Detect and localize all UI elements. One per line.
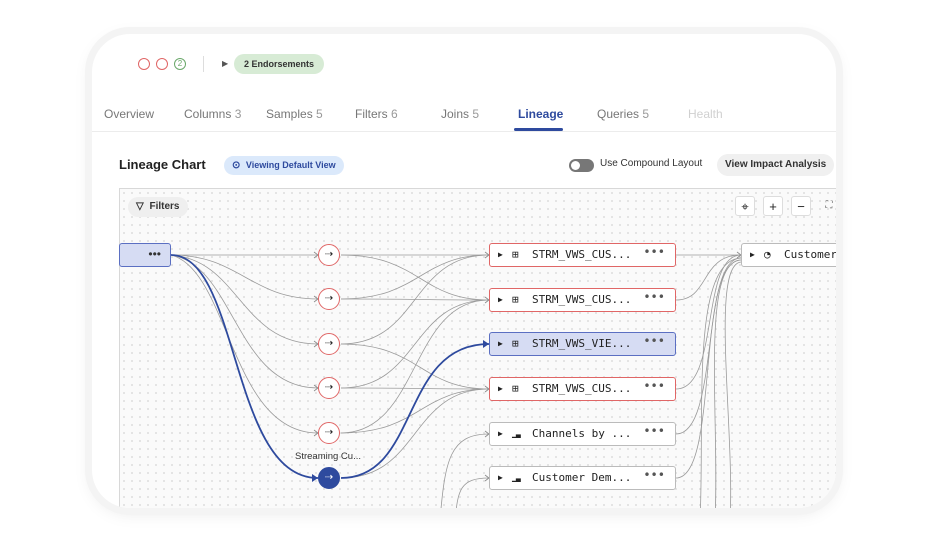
status-circle bbox=[156, 58, 168, 70]
tab-label: Samples bbox=[266, 107, 313, 121]
process-node[interactable]: ⇢ bbox=[318, 422, 340, 444]
chevron-right-icon[interactable]: ▶ bbox=[498, 295, 503, 304]
endorsements-badge[interactable]: 2 Endorsements bbox=[234, 54, 325, 74]
tab-count: 5 bbox=[639, 107, 650, 121]
table-node-label: Channels by ... bbox=[532, 427, 632, 440]
view-label: Viewing Default View bbox=[245, 160, 336, 170]
process-node[interactable]: ⇢ bbox=[318, 333, 340, 355]
table-node[interactable]: ▶ ⊞ STRM_VWS_VIE... ••• bbox=[489, 332, 676, 356]
table-node-label: STRM_VWS_CUS... bbox=[532, 248, 632, 261]
tab-count: 6 bbox=[387, 107, 398, 121]
process-node[interactable]: ⇢ bbox=[318, 244, 340, 266]
tab-filters[interactable]: Filters 6 bbox=[355, 107, 398, 121]
recenter-icon[interactable]: ⌖ bbox=[735, 196, 755, 216]
transform-icon: ⇢ bbox=[324, 427, 334, 438]
source-node[interactable]: ••• bbox=[119, 243, 171, 267]
table-node-label: Customer Dem... bbox=[532, 471, 632, 484]
tab-label: Overview bbox=[104, 107, 155, 121]
table-node[interactable]: ▶ ⊞ STRM_VWS_CUS... ••• bbox=[489, 243, 676, 267]
node-menu-icon[interactable]: ••• bbox=[643, 379, 665, 393]
chevron-right-icon[interactable]: ▶ bbox=[498, 429, 503, 438]
node-menu-icon[interactable]: ••• bbox=[643, 245, 665, 259]
table-node-label: STRM_VWS_CUS... bbox=[532, 293, 632, 306]
tab-health[interactable]: Health bbox=[688, 107, 723, 121]
app-card: 2 ▶ 2 Endorsements Overview Columns 3 Samp… bbox=[92, 34, 836, 508]
node-menu-icon[interactable]: ••• bbox=[643, 424, 665, 438]
tab-label: Health bbox=[688, 107, 723, 121]
status-circle: 2 bbox=[174, 58, 186, 70]
tab-queries[interactable]: Queries 5 bbox=[597, 107, 649, 121]
table-icon: ⊞ bbox=[512, 382, 519, 395]
transform-icon: ⇢ bbox=[324, 472, 334, 483]
node-menu-icon[interactable]: ••• bbox=[643, 290, 665, 304]
chevron-right-icon[interactable]: ▶ bbox=[498, 339, 503, 348]
tab-samples[interactable]: Samples 5 bbox=[266, 107, 323, 121]
transform-icon: ⇢ bbox=[324, 382, 334, 393]
table-node[interactable]: ▶ ⊞ STRM_VWS_CUS... ••• bbox=[489, 288, 676, 312]
target-icon: ⊙ bbox=[232, 160, 241, 171]
transform-icon: ⇢ bbox=[324, 338, 334, 349]
table-icon: ⊞ bbox=[512, 337, 519, 350]
process-node[interactable]: ⇢ bbox=[318, 377, 340, 399]
tab-divider bbox=[92, 131, 836, 132]
chart-icon: ▁▃ bbox=[512, 473, 521, 482]
page-title: Lineage Chart bbox=[119, 157, 206, 172]
tab-label: Lineage bbox=[518, 107, 564, 121]
fullscreen-icon[interactable]: ⛶ bbox=[825, 200, 833, 211]
lineage-edges bbox=[170, 251, 742, 508]
tab-columns[interactable]: Columns 3 bbox=[184, 107, 241, 121]
zoom-in-icon[interactable]: + bbox=[763, 196, 783, 216]
impact-analysis-button[interactable]: View Impact Analysis bbox=[717, 154, 835, 176]
tab-label: Joins bbox=[441, 107, 470, 121]
lineage-canvas[interactable] bbox=[119, 188, 836, 508]
table-node[interactable]: ▶ ▁▃ Channels by ... ••• bbox=[489, 422, 676, 446]
table-node-label: STRM_VWS_VIE... bbox=[532, 337, 632, 350]
active-tab-indicator bbox=[514, 128, 563, 131]
table-node-label: STRM_VWS_CUS... bbox=[532, 382, 632, 395]
status-circle bbox=[138, 58, 150, 70]
gauge-icon: ◔ bbox=[764, 248, 771, 261]
tab-joins[interactable]: Joins 5 bbox=[441, 107, 479, 121]
header-divider bbox=[203, 56, 204, 72]
process-node[interactable]: ⇢ bbox=[318, 288, 340, 310]
tab-count: 3 bbox=[231, 107, 242, 121]
chevron-right-icon[interactable]: ▶ bbox=[750, 250, 755, 259]
table-node[interactable]: ▶ ▁▃ Customer Dem... ••• bbox=[489, 466, 676, 490]
tab-count: 5 bbox=[312, 107, 323, 121]
node-menu-icon[interactable]: ••• bbox=[643, 468, 665, 482]
right-node[interactable]: ▶ ◔ Customer bbox=[741, 243, 836, 267]
transform-icon: ⇢ bbox=[324, 249, 334, 260]
transform-icon: ⇢ bbox=[324, 293, 334, 304]
compound-layout-label: Use Compound Layout bbox=[600, 158, 703, 169]
chevron-right-icon[interactable]: ▶ bbox=[498, 384, 503, 393]
table-node[interactable]: ▶ ⊞ STRM_VWS_CUS... ••• bbox=[489, 377, 676, 401]
chevron-right-icon[interactable]: ▶ bbox=[498, 473, 503, 482]
node-menu-icon[interactable]: ••• bbox=[148, 247, 161, 261]
chevron-right-icon[interactable]: ▶ bbox=[498, 250, 503, 259]
tab-count: 5 bbox=[469, 107, 480, 121]
process-label: Streaming Cu... bbox=[295, 451, 361, 462]
process-node[interactable]: ⇢ bbox=[318, 467, 340, 489]
chevron-right-icon[interactable]: ▶ bbox=[222, 59, 229, 68]
tab-label: Queries bbox=[597, 107, 640, 121]
table-icon: ⊞ bbox=[512, 293, 519, 306]
tab-overview[interactable]: Overview bbox=[104, 107, 154, 121]
chart-icon: ▁▃ bbox=[512, 429, 521, 438]
tab-lineage[interactable]: Lineage bbox=[518, 107, 563, 121]
filters-label: Filters bbox=[149, 201, 180, 212]
compound-layout-toggle[interactable] bbox=[569, 159, 594, 172]
right-node-label: Customer bbox=[784, 248, 836, 261]
tab-label: Filters bbox=[355, 107, 388, 121]
zoom-out-icon[interactable]: − bbox=[791, 196, 811, 216]
tab-label: Columns bbox=[184, 107, 232, 121]
filters-button[interactable]: ▽ Filters bbox=[128, 197, 188, 217]
view-selector[interactable]: ⊙ Viewing Default View bbox=[224, 156, 344, 175]
funnel-icon: ▽ bbox=[136, 201, 144, 212]
table-icon: ⊞ bbox=[512, 248, 519, 261]
node-menu-icon[interactable]: ••• bbox=[643, 334, 665, 348]
